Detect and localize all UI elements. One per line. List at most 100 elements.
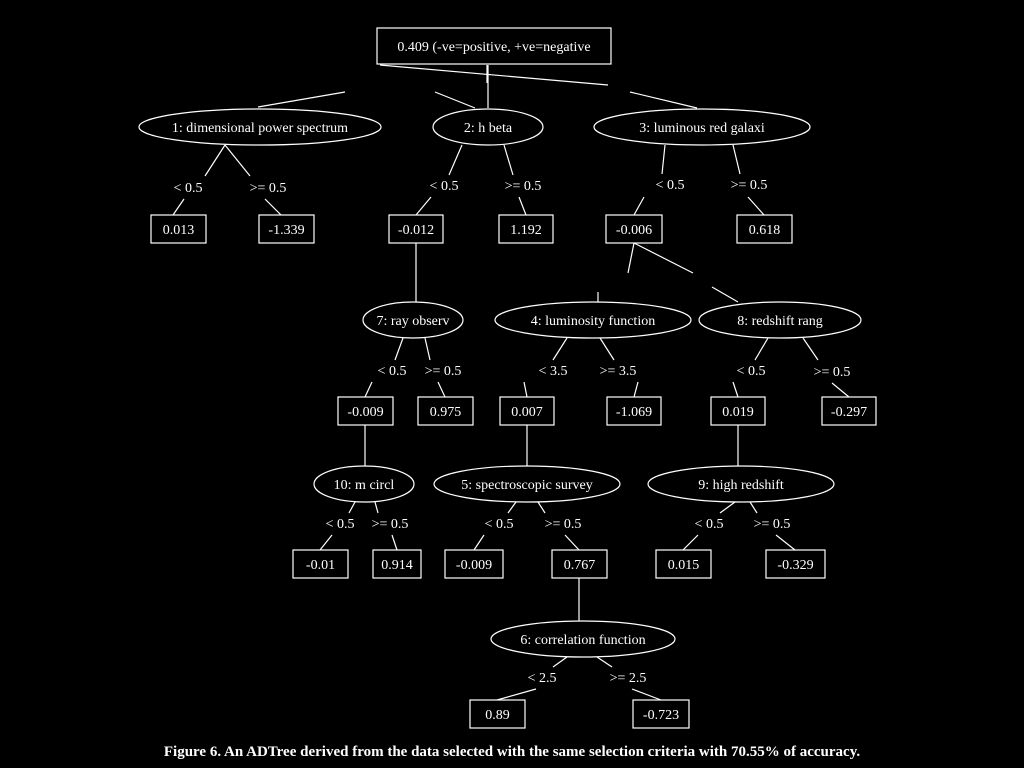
edge-line [319, 534, 333, 551]
prediction-node-p7a: -0.009 [337, 396, 394, 426]
condition-label-c6b: >= 2.5 [610, 671, 647, 686]
condition-label-c8b: >= 0.5 [814, 365, 851, 380]
splitter-label: 2: h beta [464, 121, 513, 136]
condition-label-c6a: < 2.5 [528, 671, 557, 686]
splitter-node-s7: 7: ray observ [362, 301, 464, 339]
edge-line [374, 501, 379, 514]
prediction-node-p9b: -0.329 [765, 549, 826, 579]
prediction-value: -0.329 [777, 558, 813, 573]
edge-line [448, 144, 463, 176]
root-label: 0.409 (-ve=positive, +ve=negative [397, 40, 590, 55]
prediction-node-p5a: -0.009 [444, 549, 504, 579]
splitter-label: 10: m circl [334, 478, 395, 493]
edge-line [552, 337, 568, 361]
edge-line [682, 534, 699, 551]
prediction-node-p1b: -1.339 [258, 214, 315, 244]
prediction-value: 0.914 [381, 558, 413, 573]
edge-line [552, 656, 568, 668]
prediction-node-p1a: 0.013 [150, 214, 207, 244]
prediction-value: -0.009 [456, 558, 492, 573]
prediction-value: -0.012 [398, 223, 434, 238]
edge-line [437, 381, 446, 398]
splitter-label: 1: dimensional power spectrum [172, 121, 348, 136]
prediction-value: 1.192 [510, 223, 542, 238]
edge-line [633, 381, 639, 398]
prediction-node-p4b: -1.069 [606, 396, 662, 426]
edge-line [831, 382, 850, 398]
prediction-node-p2a: -0.012 [388, 214, 444, 244]
edge-line [473, 534, 485, 551]
prediction-node-p3b: 0.618 [736, 214, 793, 244]
prediction-node-p6b: -0.723 [632, 699, 690, 729]
condition-label-c7a: < 0.5 [378, 364, 407, 379]
condition-label-c2b: >= 0.5 [505, 179, 542, 194]
edge-line [379, 64, 609, 86]
edge-line [775, 534, 796, 551]
prediction-node-p5b: 0.767 [551, 549, 608, 579]
splitter-node-s10: 10: m circl [313, 465, 415, 503]
prediction-value: -0.009 [347, 405, 383, 420]
edge-line [711, 286, 739, 303]
prediction-value: -0.006 [616, 223, 652, 238]
edge-line [364, 381, 373, 398]
edge-line [507, 501, 517, 514]
adtree-diagram: 0.409 (-ve=positive, +ve=negative 1: dime… [138, 27, 877, 729]
edge-line [564, 534, 580, 551]
condition-label-c7b: >= 0.5 [425, 364, 462, 379]
splitter-node-s4: 4: luminosity function [494, 301, 692, 339]
edge-line [719, 501, 736, 514]
edge-line [224, 144, 251, 177]
edge-line [599, 337, 615, 361]
edge-line [257, 91, 346, 108]
edge-line [348, 501, 356, 514]
splitter-label: 3: luminous red galaxi [639, 121, 765, 136]
edge-line [204, 144, 226, 177]
splitter-node-s5: 5: spectroscopic survey [433, 465, 621, 503]
edge-line [631, 688, 662, 701]
splitter-node-s1: 1: dimensional power spectrum [138, 108, 382, 146]
splitter-label: 4: luminosity function [531, 314, 655, 329]
edge-line [264, 198, 282, 216]
condition-label-c3b: >= 0.5 [731, 178, 768, 193]
edge-line [434, 91, 476, 109]
edge-line [394, 337, 404, 361]
edge-line [518, 196, 527, 216]
prediction-node-p7b: 0.975 [417, 396, 474, 426]
edge-line [802, 337, 819, 361]
splitter-node-s9: 9: high redshift [647, 465, 835, 503]
edge-line [172, 198, 185, 216]
edge-line [732, 381, 739, 398]
prediction-node-p3a: -0.006 [605, 214, 663, 244]
splitter-node-s2: 2: h beta [432, 108, 544, 146]
prediction-node-p2b: 1.192 [498, 214, 554, 244]
splitter-label: 6: correlation function [520, 633, 645, 648]
prediction-value: -1.069 [616, 405, 652, 420]
prediction-value: -0.01 [306, 558, 335, 573]
edge-line [629, 91, 698, 109]
condition-label-c9b: >= 0.5 [754, 517, 791, 532]
edge-line [633, 196, 645, 216]
condition-label-c3a: < 0.5 [656, 178, 685, 193]
edge-line [391, 534, 398, 551]
prediction-node-p10b: 0.914 [372, 549, 422, 579]
prediction-value: 0.013 [163, 223, 195, 238]
prediction-value: 0.89 [485, 708, 510, 723]
splitter-node-s8: 8: redshift rang [698, 301, 862, 339]
prediction-value: -1.339 [268, 223, 304, 238]
edge-line [627, 242, 635, 274]
prediction-node-p9a: 0.015 [655, 549, 712, 579]
edge-line [661, 144, 666, 175]
condition-label-c4b: >= 3.5 [600, 364, 637, 379]
edge-line [747, 196, 765, 216]
prediction-node-p6a: 0.89 [469, 699, 526, 729]
splitter-label: 5: spectroscopic survey [461, 478, 592, 493]
prediction-value: -0.723 [643, 708, 679, 723]
edge-line [415, 196, 432, 216]
prediction-value: 0.618 [749, 223, 781, 238]
condition-label-c5b: >= 0.5 [545, 517, 582, 532]
condition-label-c8a: < 0.5 [737, 364, 766, 379]
splitter-label: 7: ray observ [376, 314, 449, 329]
condition-label-c4a: < 3.5 [539, 364, 568, 379]
condition-label-c10b: >= 0.5 [372, 517, 409, 532]
splitter-label: 9: high redshift [698, 478, 784, 493]
